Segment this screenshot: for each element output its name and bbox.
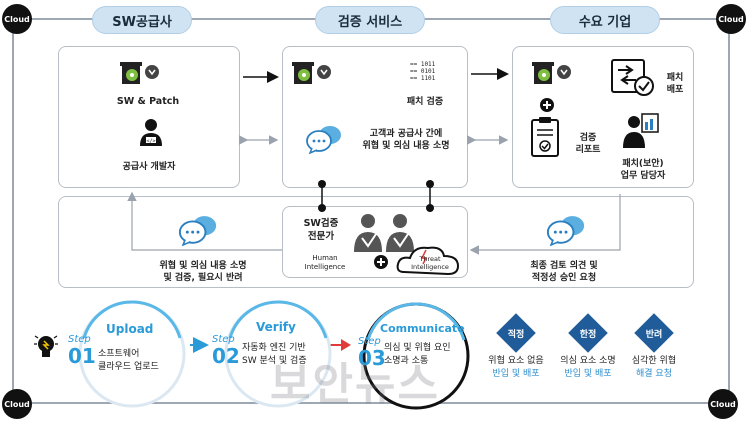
result-limited-caption: 의심 요소 소명 반입 및 배포: [550, 355, 626, 381]
result-badge-reject: 반려: [634, 313, 674, 353]
result-reject-caption: 심각한 위협 해결 요청: [616, 355, 692, 381]
result-proper-caption: 위협 요소 없음 반입 및 배포: [478, 355, 554, 381]
step-3-word: Step: [358, 336, 381, 347]
step-2-number: 02: [212, 344, 240, 368]
threat-intelligence-label: Threat Intelligence: [411, 255, 449, 272]
verify-report-label: 검증 리포트: [575, 133, 601, 156]
lightbulb-icon: [34, 332, 58, 360]
step-1-desc: 소프트웨어 클라우드 업로드: [98, 349, 159, 372]
result-line-1: 위협 요소 없음: [488, 356, 544, 366]
developer-icon: </>: [138, 118, 164, 146]
expert-label: SW검증 전문가: [303, 218, 339, 242]
result-badge-label: 한정: [579, 329, 597, 340]
result-line-1: 의심 요소 소명: [560, 356, 616, 366]
result-line-2: 반입 및 배포: [492, 369, 540, 380]
cloud-badge-top-left: Cloud: [2, 4, 32, 34]
chat-bubbles-icon: [306, 124, 342, 154]
service-box: [282, 46, 468, 188]
step-1-word: Step: [68, 334, 91, 345]
cloud-badge-label: Cloud: [718, 14, 744, 24]
binary-code-icon: == 1011 == 0101 == 1101: [410, 60, 438, 82]
svg-text:== 0101: == 0101: [410, 68, 436, 75]
watermark: 보안뉴스: [270, 359, 440, 410]
chat-bubbles-icon: [546, 214, 586, 246]
security-manager-icon: [620, 110, 660, 148]
chat-bubbles-icon: [178, 214, 218, 246]
manager-label: 패치(보안) 업무 담당자: [620, 159, 666, 182]
step-2-circle: [224, 300, 332, 408]
step-1-title: Upload: [106, 322, 154, 336]
step-2-word: Step: [212, 334, 235, 345]
result-badge-limited: 한정: [568, 313, 608, 353]
cloud-badge-label: Cloud: [4, 399, 30, 409]
header-service: 검증 서비스: [315, 6, 425, 34]
result-badge-label: 반려: [645, 329, 663, 340]
result-line-2: 반입 및 배포: [564, 369, 612, 380]
report-document-icon: [530, 116, 560, 158]
expert-people-icon: [350, 212, 422, 252]
svg-text:</>: </>: [146, 139, 155, 145]
sw-patch-label: SW & Patch: [116, 96, 180, 107]
plus-icon: [540, 98, 554, 112]
svg-text:== 1011: == 1011: [410, 61, 436, 68]
arrow-lower-right: [469, 194, 621, 255]
header-enterprise: 수요 기업: [550, 6, 660, 34]
step-3-title: Communicate: [380, 322, 465, 335]
plus-icon: [374, 255, 388, 269]
threat-cloud-icon: [396, 244, 462, 276]
result-line-1: 심각한 위협: [631, 356, 677, 366]
lower-left-text: 위협 및 의심 내용 소명 및 검증, 필요시 반려: [159, 261, 247, 284]
software-box-icon: [292, 60, 332, 86]
header-supplier: SW공급사: [92, 6, 192, 34]
step-3-circle: [362, 302, 470, 410]
cloud-badge-label: Cloud: [4, 14, 30, 24]
result-badge-label: 적정: [507, 329, 525, 340]
lower-right-text: 최종 검토 의견 및 적정성 승인 요청: [530, 261, 598, 284]
cloud-badge-label: Cloud: [710, 399, 736, 409]
result-badge-proper: 적정: [496, 313, 536, 353]
step-1-circle: [78, 300, 186, 408]
result-line-2: 해결 요청: [636, 369, 672, 380]
step-3-number: 03: [358, 346, 386, 370]
software-box-icon: [532, 60, 572, 86]
patch-deploy-label: 패치 배포: [666, 73, 684, 96]
software-box-icon: [120, 60, 160, 86]
developer-label: 공급사 개발자: [122, 162, 176, 172]
step-2-desc: 자동화 엔진 기반 SW 분석 및 검증: [242, 343, 307, 366]
step-2-title: Verify: [256, 320, 296, 334]
svg-text:== 1101: == 1101: [410, 75, 436, 82]
human-intelligence-label: Human Intelligence: [304, 254, 346, 272]
step-3-desc: 의심 및 위협 요인 소명과 소통: [384, 343, 451, 366]
cloud-badge-bottom-right: Cloud: [708, 389, 738, 419]
arrow-lower-left: [127, 191, 282, 251]
step-1-number: 01: [68, 344, 96, 368]
cloud-badge-top-right: Cloud: [716, 4, 746, 34]
cloud-badge-bottom-left: Cloud: [2, 389, 32, 419]
patch-verify-label: 패치 검증: [406, 97, 444, 107]
report-threat-label: 고객과 공급사 간에 위협 및 의심 내용 소명: [362, 129, 450, 152]
deploy-check-icon: [610, 58, 658, 98]
